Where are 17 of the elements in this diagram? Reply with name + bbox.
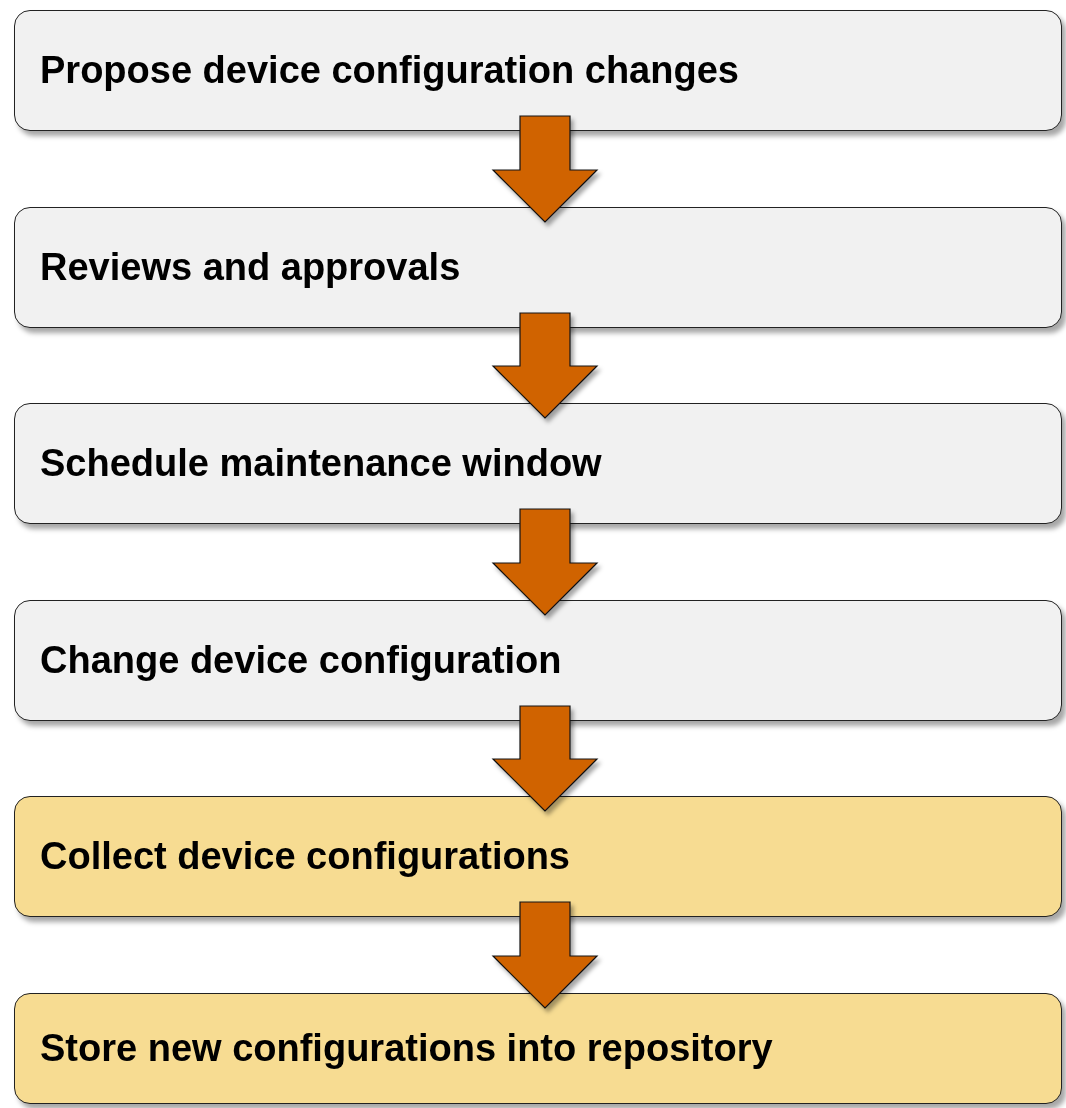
process-box: [14, 796, 1062, 917]
step-label: Collect device configurations: [40, 835, 570, 878]
process-box: [14, 403, 1062, 524]
process-box: [14, 993, 1062, 1104]
down-arrow: [491, 901, 599, 1009]
step-label: Reviews and approvals: [40, 246, 461, 289]
step-label: Propose device configuration changes: [40, 49, 739, 92]
down-arrow: [491, 705, 599, 812]
down-arrow: [491, 508, 599, 616]
down-arrow: [491, 115, 599, 223]
process-box: [14, 207, 1062, 328]
step-label: Store new configurations into repository: [40, 1027, 773, 1070]
process-box: [14, 600, 1062, 721]
step-label: Schedule maintenance window: [40, 442, 602, 485]
down-arrow: [491, 312, 599, 419]
process-box: [14, 10, 1062, 131]
step-label: Change device configuration: [40, 639, 562, 682]
